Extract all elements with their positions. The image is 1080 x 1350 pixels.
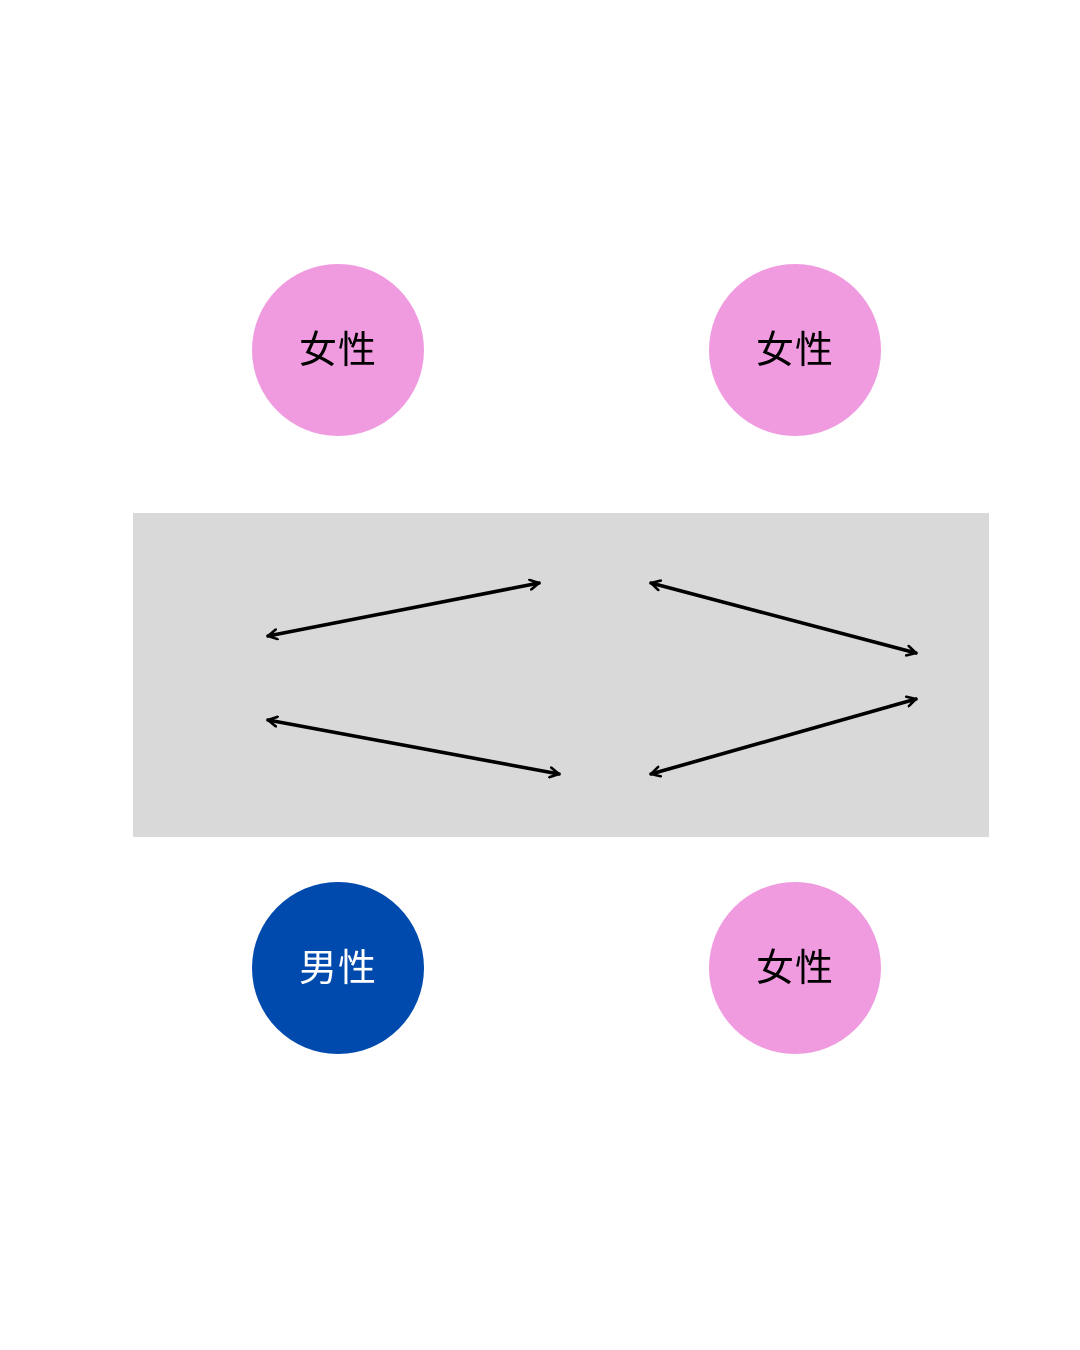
- female-seat-top-right: 女性: [709, 264, 881, 436]
- table: [133, 513, 989, 837]
- seat-label: 男性: [298, 946, 377, 990]
- seat-label: 女性: [755, 946, 834, 990]
- seat-label: 女性: [298, 328, 377, 372]
- seat-label: 女性: [755, 328, 834, 372]
- male-seat-bottom-left: 男性: [252, 882, 424, 1054]
- female-seat-bottom-right: 女性: [709, 882, 881, 1054]
- female-seat-top-left: 女性: [252, 264, 424, 436]
